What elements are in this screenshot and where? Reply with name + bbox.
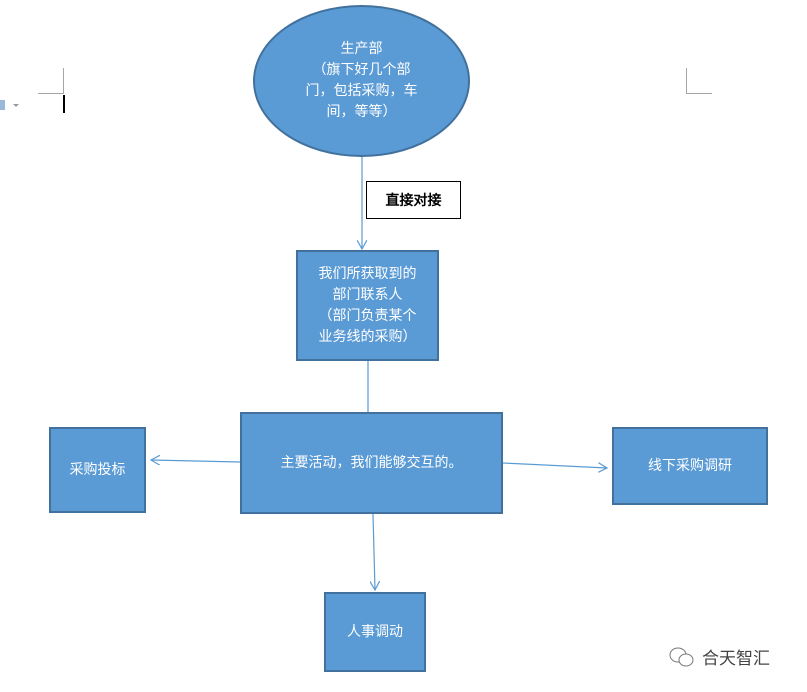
connector-label[interactable]: 直接对接: [366, 181, 461, 219]
right-node[interactable]: 线下采购调研: [612, 427, 768, 505]
contact-node-text: 我们所获取到的 部门联系人 （部门负责某个 业务线的采购）: [318, 265, 417, 345]
bottom-node[interactable]: 人事调动: [324, 592, 426, 672]
root-node-text: 生产部 （旗下好几个部 门，包括采购，车 间，等等）: [305, 41, 418, 120]
connector-label-text: 直接对接: [385, 193, 442, 209]
watermark: 合天智汇: [668, 644, 770, 669]
chevron-down-icon: [13, 104, 19, 107]
left-node-text: 采购投标: [69, 461, 126, 478]
page-corner-marks: [38, 68, 712, 94]
paste-options-icon: [0, 100, 5, 110]
arrow-main-to-bottom: [373, 513, 375, 590]
text-cursor: [63, 95, 65, 113]
root-node-production-dept[interactable]: 生产部 （旗下好几个部 门，包括采购，车 间，等等）: [253, 5, 470, 157]
contact-node[interactable]: 我们所获取到的 部门联系人 （部门负责某个 业务线的采购）: [296, 250, 439, 361]
arrow-main-to-left: [151, 460, 241, 462]
main-activity-node[interactable]: 主要活动，我们能够交互的。: [240, 412, 503, 514]
watermark-text: 合天智汇: [702, 649, 770, 669]
right-node-text: 线下采购调研: [648, 457, 732, 474]
left-node[interactable]: 采购投标: [49, 427, 146, 513]
wechat-icon: [669, 647, 694, 666]
main-activity-text: 主要活动，我们能够交互的。: [280, 454, 463, 471]
bottom-node-text: 人事调动: [347, 623, 403, 640]
arrow-main-to-right: [502, 462, 607, 468]
